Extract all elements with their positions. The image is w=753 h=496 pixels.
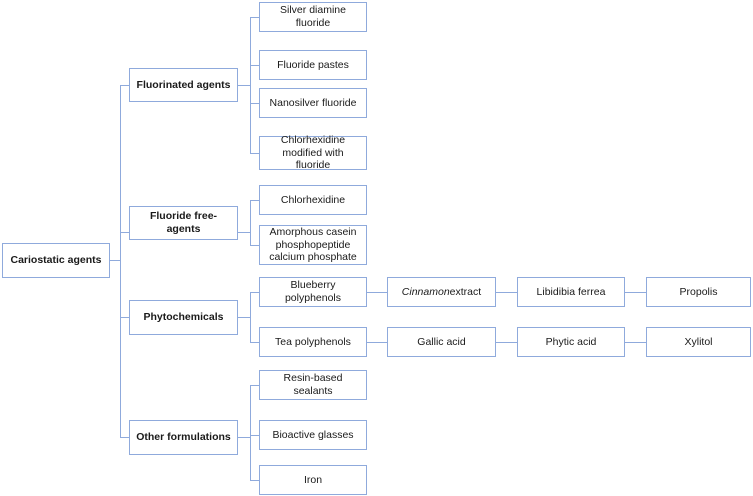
connector-fluorinated-child-3	[250, 103, 259, 104]
node-resin-based-sealants[interactable]: Resin-based sealants	[259, 370, 367, 400]
node-cinnamon-extract[interactable]: Cinnamon extract	[387, 277, 496, 307]
node-label: Resin-based sealants	[283, 372, 343, 397]
node-label: Xylitol	[684, 335, 713, 348]
node-label: Fluoride free-agents	[149, 210, 218, 235]
connector-other-spine	[250, 385, 251, 480]
connector-phytochemicals-spine	[250, 292, 251, 342]
node-libidibia-ferrea[interactable]: Libidibia ferrea	[517, 277, 625, 307]
node-label: Bioactive glasses	[272, 428, 354, 441]
node-phytochemicals[interactable]: Phytochemicals	[129, 300, 238, 335]
connector-fluorinated-spine	[250, 17, 251, 153]
connector-chain1-link-2	[496, 292, 517, 293]
node-chlorhexidine-modified-with-fluoride[interactable]: Chlorhexidine modified with fluoride	[259, 133, 367, 172]
connector-chain2-link-3	[625, 342, 646, 343]
connector-root-stub	[110, 260, 120, 261]
node-label: Iron	[303, 473, 323, 486]
node-label: Phytic acid	[545, 335, 597, 348]
node-iron[interactable]: Iron	[259, 465, 367, 495]
node-fluorinated-agents[interactable]: Fluorinated agents	[129, 68, 238, 102]
node-other-formulations[interactable]: Other formulations	[129, 420, 238, 455]
connector-chain1-link-1	[367, 292, 387, 293]
node-label: Silver diamine fluoride	[280, 4, 346, 29]
node-label: Chlorhexidine	[280, 193, 346, 206]
connector-fluoride-free-spine	[250, 200, 251, 245]
node-label: Phytochemicals	[143, 311, 224, 324]
connector-fluorinated-child-1	[250, 17, 259, 18]
node-silver-diamine-fluoride[interactable]: Silver diamine fluoride	[259, 2, 367, 32]
node-label: Gallic acid	[417, 335, 466, 348]
connector-fluoride-free-stub	[238, 232, 250, 233]
node-chlorhexidine[interactable]: Chlorhexidine	[259, 185, 367, 215]
node-tea-polyphenols[interactable]: Tea polyphenols	[259, 327, 367, 357]
node-nanosilver-fluoride[interactable]: Nanosilver fluoride	[259, 88, 367, 118]
node-bioactive-glasses[interactable]: Bioactive glasses	[259, 420, 367, 450]
node-label: Propolis	[679, 285, 718, 298]
connector-phytochemicals-stub	[238, 317, 250, 318]
connector-fluoride-free-child-2	[250, 245, 259, 246]
connector-spine-to-other	[120, 437, 129, 438]
connector-fluoride-free-child-1	[250, 200, 259, 201]
connector-fluorinated-stub	[238, 85, 250, 86]
node-xylitol[interactable]: Xylitol	[646, 327, 751, 357]
node-fluoride-free-agents[interactable]: Fluoride free-agents	[129, 206, 238, 240]
node-label-italic: Cinnamon	[401, 285, 450, 298]
node-label: Libidibia ferrea	[536, 285, 606, 298]
node-label: Tea polyphenols	[275, 335, 351, 348]
node-blueberry-polyphenols[interactable]: Blueberry polyphenols	[259, 277, 367, 307]
connector-chain2-link-2	[496, 342, 517, 343]
connector-other-stub	[238, 437, 250, 438]
connector-main-spine	[120, 85, 121, 437]
connector-other-child-2	[250, 435, 259, 436]
connector-fluorinated-child-2	[250, 65, 259, 66]
node-label: Blueberry polyphenols	[284, 279, 342, 304]
connector-other-child-1	[250, 385, 259, 386]
node-label: Nanosilver fluoride	[269, 96, 357, 109]
connector-phytochemicals-row-1	[250, 292, 259, 293]
connector-other-child-3	[250, 480, 259, 481]
node-label: Cariostatic agents	[10, 254, 102, 267]
node-gallic-acid[interactable]: Gallic acid	[387, 327, 496, 357]
node-amorphous-casein-phosphopeptide-calcium-phosphate[interactable]: Amorphous casein phosphopeptide calcium …	[259, 225, 367, 265]
node-propolis[interactable]: Propolis	[646, 277, 751, 307]
node-label: Chlorhexidine modified with fluoride	[280, 133, 346, 172]
node-phytic-acid[interactable]: Phytic acid	[517, 327, 625, 357]
node-label: Amorphous casein phosphopeptide calcium …	[269, 225, 357, 264]
connector-spine-to-fluoride-free	[120, 232, 129, 233]
node-label: Fluorinated agents	[136, 78, 231, 91]
connector-chain1-link-3	[625, 292, 646, 293]
connector-spine-to-phytochemicals	[120, 317, 129, 318]
connector-phytochemicals-row-2	[250, 342, 259, 343]
node-label: Other formulations	[136, 431, 231, 444]
node-label: Fluoride pastes	[277, 58, 349, 71]
node-root-cariostatic-agents[interactable]: Cariostatic agents	[2, 243, 110, 278]
connector-fluorinated-child-4	[250, 153, 259, 154]
node-label: extract	[449, 285, 482, 298]
node-fluoride-pastes[interactable]: Fluoride pastes	[259, 50, 367, 80]
connector-chain2-link-1	[367, 342, 387, 343]
connector-spine-to-fluorinated	[120, 85, 129, 86]
